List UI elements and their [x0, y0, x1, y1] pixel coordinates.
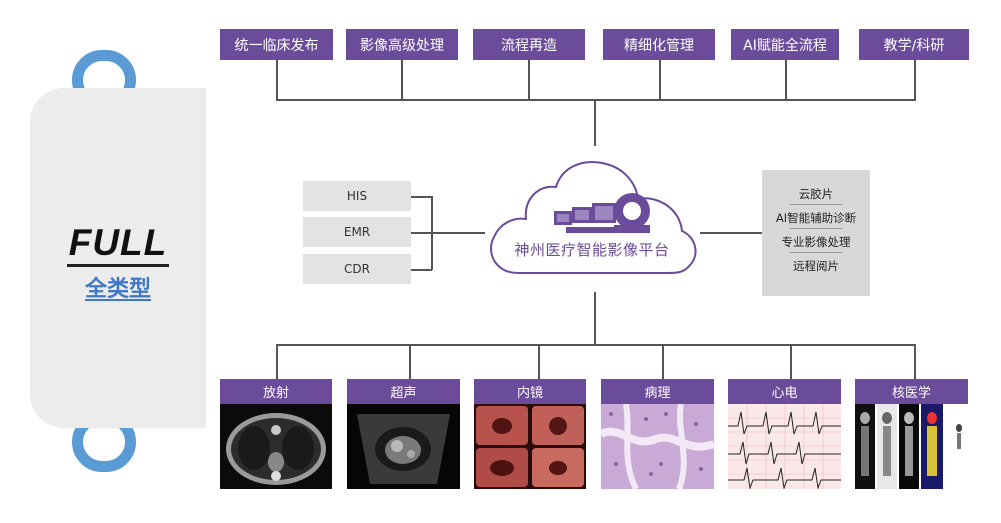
connector: [594, 292, 596, 345]
ct-chest-scan-image: [220, 404, 332, 489]
endoscopy-views-image: [474, 404, 586, 489]
service-ai-diagnosis: AI智能辅助诊断: [775, 211, 857, 225]
full-type-card: [30, 88, 206, 428]
workstation-and-scanner-icon: [554, 193, 650, 233]
service-cloud-film: 云胶片: [798, 187, 834, 201]
card-title: FULL: [68, 222, 168, 263]
connector: [662, 344, 664, 379]
feature-box-clinical-release: 统一临床发布: [220, 29, 333, 60]
system-box-his: HIS: [303, 181, 411, 211]
connector: [700, 232, 762, 234]
card-title-underline: [67, 264, 169, 267]
connector: [411, 269, 432, 271]
nuclear-medicine-scans-image: [855, 404, 968, 489]
divider: [790, 228, 842, 229]
connector: [538, 344, 540, 379]
system-box-cdr: CDR: [303, 254, 411, 284]
platform-cloud: [490, 161, 697, 274]
connector: [409, 344, 411, 379]
modality-header-endoscopy: 内镜: [474, 379, 586, 404]
connector: [594, 99, 596, 146]
pathology-slide-image: [601, 404, 714, 489]
service-image-processing: 专业影像处理: [781, 235, 851, 249]
feature-box-teaching-research: 教学/科研: [859, 29, 969, 60]
connector: [276, 99, 916, 101]
connector: [411, 232, 432, 234]
modality-header-ultrasound: 超声: [347, 379, 460, 404]
modality-header-ecg: 心电: [728, 379, 841, 404]
platform-label: 神州医疗智能影像平台: [514, 241, 670, 259]
connector: [914, 344, 916, 379]
ecg-trace-image: [728, 404, 841, 489]
service-remote-reading: 远程阅片: [793, 259, 839, 273]
modality-header-nuclear: 核医学: [855, 379, 968, 404]
modality-header-radiology: 放射: [220, 379, 332, 404]
services-panel: [762, 170, 870, 296]
feature-box-fine-management: 精细化管理: [603, 29, 715, 60]
feature-box-process-reengineering: 流程再造: [473, 29, 585, 60]
feature-box-advanced-imaging: 影像高级处理: [346, 29, 458, 60]
divider: [790, 204, 842, 205]
card-subtitle[interactable]: 全类型: [84, 277, 151, 302]
connector: [790, 344, 792, 379]
connector: [276, 60, 278, 100]
connector: [276, 344, 278, 379]
connector: [659, 60, 661, 100]
connector: [401, 60, 403, 100]
modality-header-pathology: 病理: [601, 379, 714, 404]
connector: [528, 60, 530, 100]
divider: [790, 252, 842, 253]
feature-box-ai-workflow: AI赋能全流程: [731, 29, 839, 60]
connector: [431, 232, 485, 234]
connector: [914, 60, 916, 100]
ultrasound-scan-image: [347, 404, 460, 489]
connector: [411, 196, 432, 198]
connector: [276, 344, 916, 346]
system-box-emr: EMR: [303, 217, 411, 247]
connector: [785, 60, 787, 100]
